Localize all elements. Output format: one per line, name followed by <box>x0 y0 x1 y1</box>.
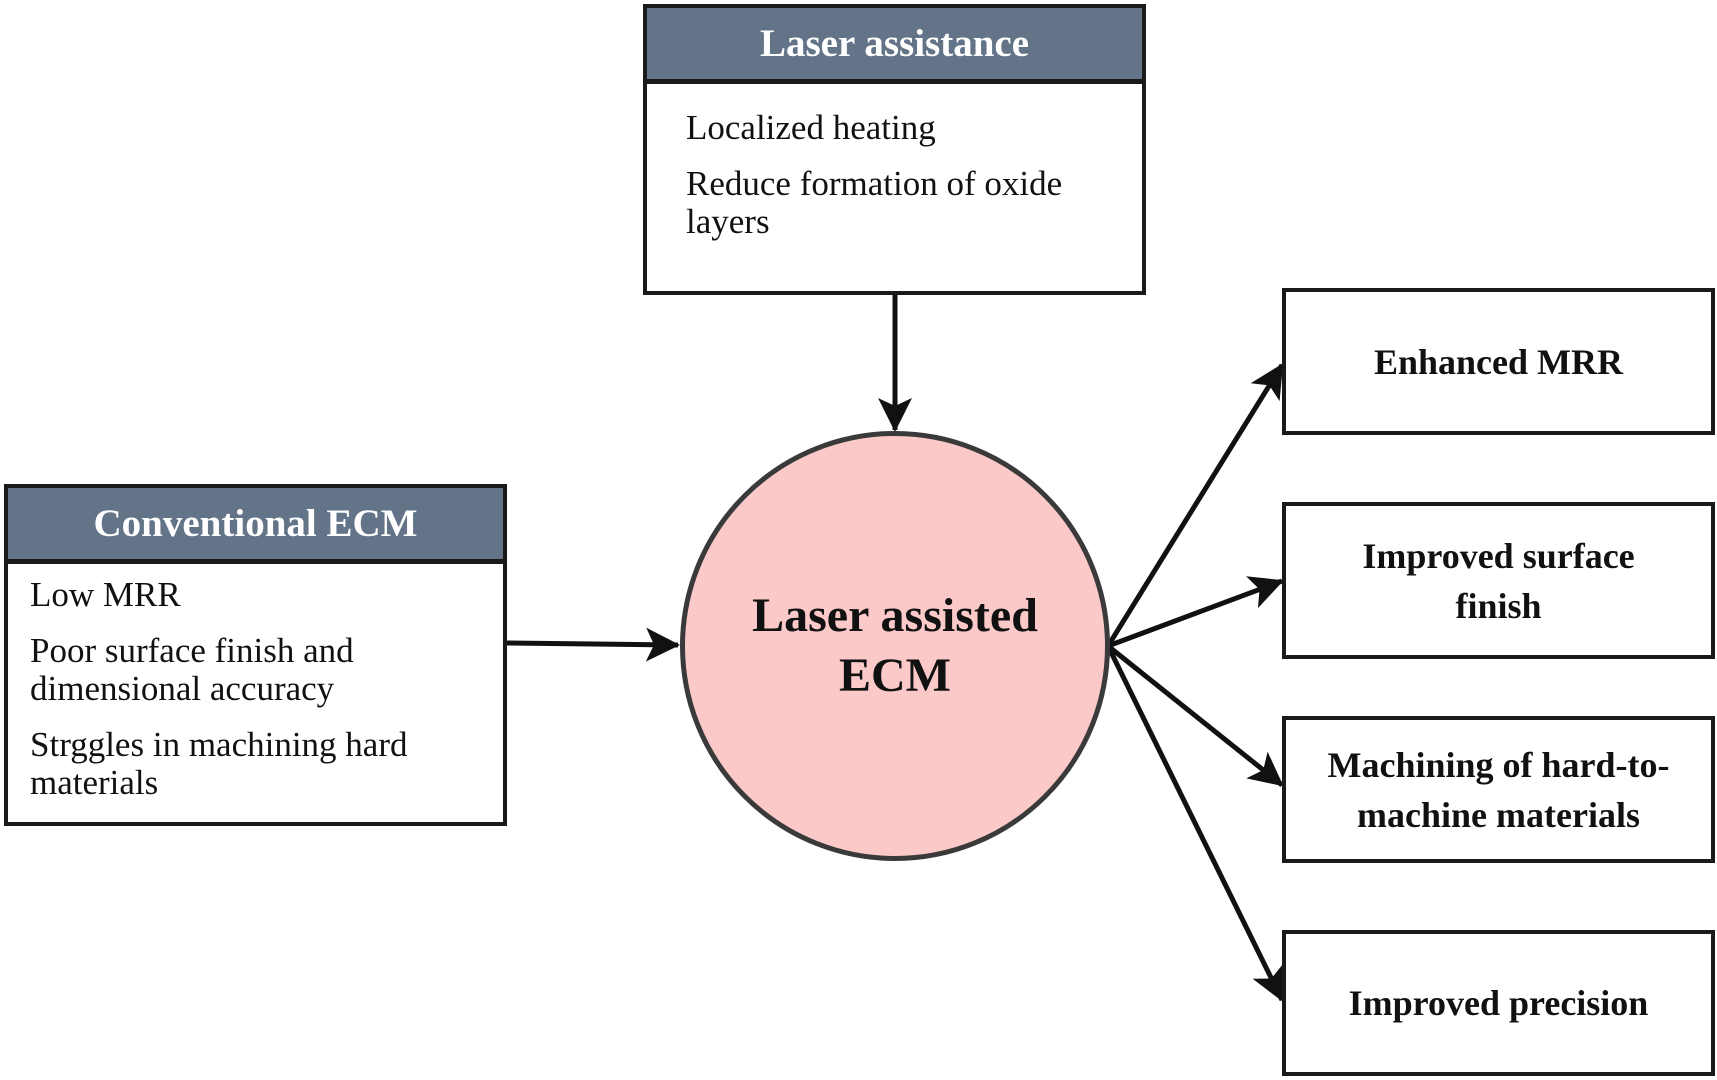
conventional-ecm-item: Poor surface finish and dimensional accu… <box>30 631 354 708</box>
center-node-circle: Laser assisted ECM <box>680 431 1110 861</box>
outcome-enhanced-mrr: Enhanced MRR <box>1282 288 1715 435</box>
outcome-hard-to-machine-materials: Machining of hard-to-machine materials <box>1282 716 1715 863</box>
arrow-conventional-to-center <box>506 627 680 662</box>
center-node-label: Laser assisted ECM <box>752 589 1038 702</box>
laser-assistance-list: Localized heating Reduce formation of ox… <box>647 84 1142 241</box>
arrow-center-to-enhanced-mrr <box>1105 363 1285 648</box>
arrow-center-to-hard-materials <box>1106 644 1284 787</box>
outcome-improved-precision: Improved precision <box>1282 930 1715 1076</box>
arrow-center-to-surface-finish <box>1107 576 1284 649</box>
laser-assistance-item: Reduce formation of oxide layers <box>686 164 1063 241</box>
conventional-ecm-title: Conventional ECM <box>8 488 503 564</box>
laser-assistance-item: Localized heating <box>686 108 936 147</box>
laser-assistance-title: Laser assistance <box>647 8 1142 84</box>
conventional-ecm-box: Conventional ECM Low MRR Poor surface fi… <box>4 484 507 826</box>
conventional-ecm-item: Strggles in machining hard materials <box>30 725 408 802</box>
conventional-ecm-item: Low MRR <box>30 575 181 614</box>
arrow-center-to-precision <box>1105 644 1285 1002</box>
conventional-ecm-list: Low MRR Poor surface finish and dimensio… <box>8 564 503 802</box>
laser-assistance-box: Laser assistance Localized heating Reduc… <box>643 4 1146 295</box>
outcome-improved-surface-finish: Improved surface finish <box>1282 502 1715 659</box>
